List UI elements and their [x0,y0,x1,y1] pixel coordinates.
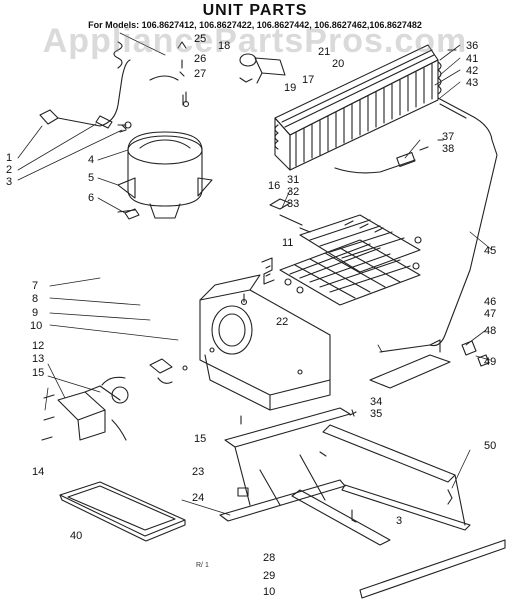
callout-10: 10 [30,320,43,332]
callout-26: 26 [194,53,207,65]
callout-6: 6 [88,192,95,204]
compressor [117,131,213,219]
leader-lines [17,32,493,516]
relay-parts [149,41,190,108]
callout-25: 25 [194,33,207,45]
callout-15b: 15 [194,433,207,445]
callout-12: 12 [32,340,45,352]
footer-mark: R/ 1 [196,562,209,569]
callout-50: 50 [484,440,497,452]
model-list: For Models: 106.8627412, 106.8627422, 10… [88,20,422,30]
callout-45: 45 [484,245,497,257]
bracket-49 [369,339,490,389]
callout-20: 20 [332,58,345,70]
callout-8: 8 [32,293,39,305]
callout-21: 21 [318,46,331,58]
callout-19: 19 [284,82,297,94]
screws [119,49,457,425]
drain-pan [59,481,186,542]
callout-4: 4 [88,154,95,166]
callout-41: 41 [466,53,479,65]
callout-40: 40 [70,530,83,542]
fan-shroud [199,274,331,411]
callout-32: 32 [287,186,300,198]
refrigerant-tube [334,97,498,353]
bracket-11 [261,257,275,285]
callout-38: 38 [442,143,455,155]
callout-29: 29 [263,570,276,582]
base-frame [219,407,506,599]
callout-13: 13 [32,353,45,365]
valve-assembly [41,358,188,441]
callout-46: 46 [484,296,497,308]
callout-3b: 3 [396,515,403,527]
callout-48: 48 [484,325,497,337]
callout-5: 5 [88,172,95,184]
callout-36: 36 [466,40,479,52]
callout-22: 22 [276,316,289,328]
power-cord [39,41,132,129]
callout-7: 7 [32,280,39,292]
callout-43: 43 [466,77,479,89]
callout-1: 1 [6,152,13,164]
callout-47: 47 [484,308,497,320]
page-title: UNIT PARTS [202,2,308,19]
callout-17: 17 [302,74,315,86]
evaporator-coil [279,214,422,306]
callout-35: 35 [370,408,383,420]
clip-6 [124,208,140,220]
callout-3: 3 [6,176,13,188]
callout-42: 42 [466,65,479,77]
callout-37: 37 [442,131,455,143]
callout-18: 18 [218,40,231,52]
callout-11: 11 [282,237,294,249]
callout-34: 34 [370,396,383,408]
condenser-coil [274,44,442,171]
callout-14: 14 [32,466,45,478]
callout-23: 23 [192,466,205,478]
callout-28: 28 [263,552,276,564]
fan-motor-parts [239,53,311,233]
callout-15: 15 [32,367,45,379]
callout-31: 31 [287,174,300,186]
callout-2: 2 [6,164,13,176]
callout-49: 49 [484,356,497,368]
callout-27: 27 [194,68,207,80]
callout-24: 24 [192,492,205,504]
callout-9: 9 [32,307,39,319]
callout-33: 33 [287,198,300,210]
callout-16: 16 [268,180,281,192]
callout-10b: 10 [263,586,276,598]
